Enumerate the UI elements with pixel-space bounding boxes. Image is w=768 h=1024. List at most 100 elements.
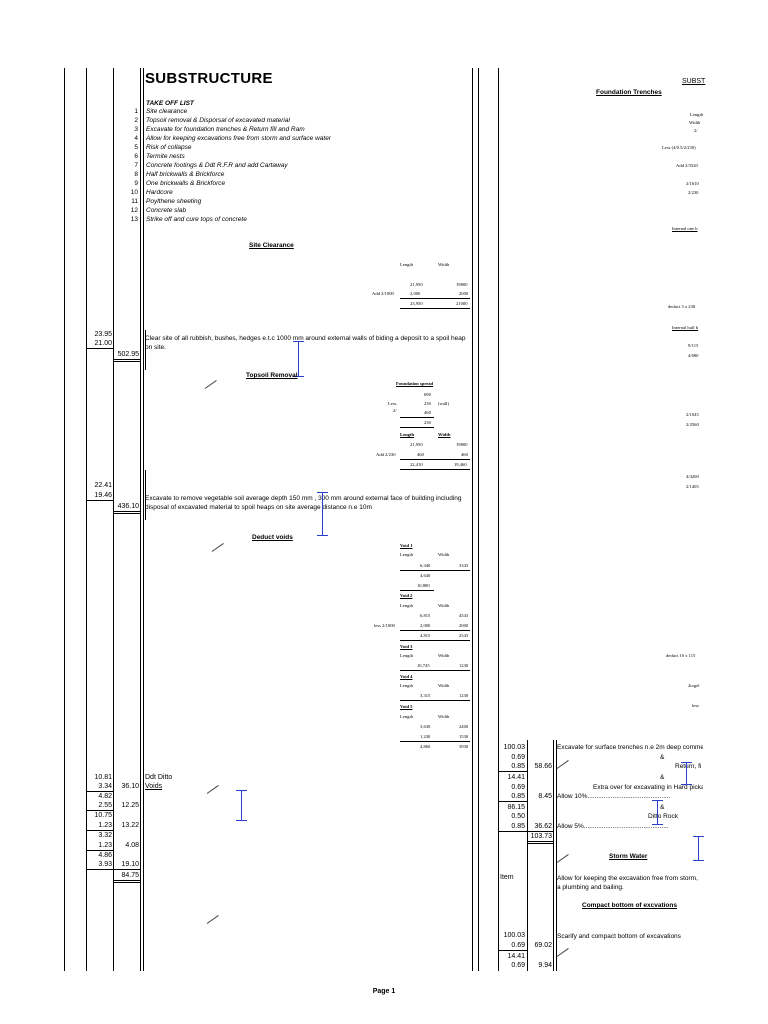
subtotal-value: 8.45 [538, 793, 552, 800]
dimension-value: 3.32 [98, 832, 112, 839]
note-text: 2/1045 [686, 412, 699, 417]
dimension-value: 1.23 [98, 822, 112, 829]
note-text: Length [690, 112, 704, 117]
subtotal-value: 19.10 [121, 861, 139, 868]
dimension-value: 14.41 [507, 953, 525, 960]
page-footer: Page 1 [372, 988, 396, 995]
item-description: Return, fi [675, 763, 702, 770]
topsoil-calc: Foundation spread 690 Less 230 (wall) 2/… [360, 381, 472, 471]
column-rule [553, 740, 554, 971]
dimension-value: 14.41 [507, 774, 525, 781]
dimension-value: 86.15 [507, 804, 525, 811]
voids-calc: Void 1 Length Width 6,340 3343 4,640 10,… [374, 543, 470, 749]
dimension-value: 21.00 [94, 340, 112, 347]
column-rule [556, 740, 557, 971]
blue-marker [298, 341, 299, 376]
section-heading: Topsoil Removal [246, 372, 298, 379]
note-text: 2/ [694, 128, 698, 133]
bracket-line [145, 470, 146, 520]
item-description: Extra over for excavating in Hard picka [593, 784, 703, 791]
tick-mark [556, 854, 569, 863]
quantity-total: 103.73 [530, 833, 552, 840]
note-text: 2/2560 [686, 422, 699, 427]
dimension-value: 0.69 [511, 942, 525, 949]
subtotal-value: 36.10 [121, 783, 139, 790]
subtotal-value: 69.02 [534, 942, 552, 949]
tick-mark [204, 380, 217, 389]
bracket-line [145, 330, 146, 370]
note-text: deduct 3 x 230 [668, 304, 696, 309]
note-text: 2/1405 [686, 484, 699, 489]
quantity-total: 84.75 [121, 872, 139, 879]
section-heading: Storm Water [609, 853, 648, 860]
dimension-value: 100.03 [503, 744, 525, 751]
blue-marker [322, 492, 323, 535]
dimension-value: 3.34 [98, 783, 112, 790]
note-text: 9/115 [688, 343, 699, 348]
dimension-value: 0.69 [511, 962, 525, 969]
section-heading: Site Clearance [249, 242, 294, 249]
column-rule [472, 68, 473, 971]
dimension-value: 10.81 [94, 774, 112, 781]
item-description: Allow for keeping the excavation free fr… [557, 875, 698, 891]
subtotal-value: 13.22 [121, 822, 139, 829]
dimension-value: 0.85 [511, 793, 525, 800]
page-title: SUBSTRUCTURE [145, 70, 273, 87]
takeoff-heading: TAKE OFF LIST [146, 100, 194, 107]
quantity-total: 502.95 [117, 351, 139, 358]
column-rule [478, 68, 479, 971]
blue-marker [698, 836, 699, 860]
dimension-value: 4.82 [98, 793, 112, 800]
column-rule [527, 740, 528, 971]
dimension-value: 0.69 [511, 784, 525, 791]
item-description: Excavate for surface trenches n.e 2m dee… [557, 744, 703, 751]
item-description: Allow 5%................................… [557, 823, 669, 830]
section-heading: Deduct voids [252, 534, 293, 541]
item-description: & [660, 754, 665, 761]
dimension-value: 4.86 [98, 852, 112, 859]
dimension-value: 0.50 [511, 813, 525, 820]
section-heading: Compact bottom of excvations [582, 902, 677, 909]
column-rule [113, 68, 114, 971]
dimension-value: 100.03 [503, 932, 525, 939]
tick-mark [206, 785, 219, 794]
blue-marker [241, 790, 242, 820]
item-description: Scarify and compact bottom of excavation… [557, 933, 681, 940]
note-text: Internal one b [672, 226, 698, 231]
column-rule [64, 68, 65, 971]
dimension-value: 23.95 [94, 331, 112, 338]
dimension-value: 1.23 [98, 842, 112, 849]
item-description: Voids [145, 783, 163, 790]
item-description: Ddt Ditto [145, 774, 173, 781]
subtotal-value: 4.08 [125, 842, 139, 849]
tick-mark [211, 543, 224, 552]
section-heading: Foundation Trenches [596, 89, 662, 96]
dimension-value: 22.41 [94, 482, 112, 489]
note-text: 2togel [688, 683, 700, 688]
right-sheet-title: SUBST [682, 78, 706, 85]
item-description: Clear site of all rubbish, bushes, hedge… [145, 335, 466, 351]
item-description: Ditto Rock [648, 813, 678, 820]
note-text: deduct 10 x 115 [666, 653, 696, 658]
note-text: less [692, 703, 699, 708]
column-rule [86, 68, 87, 971]
item-description: Excavate to remove vegetable soil averag… [145, 495, 462, 511]
subtotal-value: 36.62 [534, 823, 552, 830]
dimension-value: 0.69 [511, 754, 525, 761]
tick-mark [556, 948, 569, 957]
item-label: Item [500, 874, 514, 881]
tick-mark [556, 760, 569, 769]
